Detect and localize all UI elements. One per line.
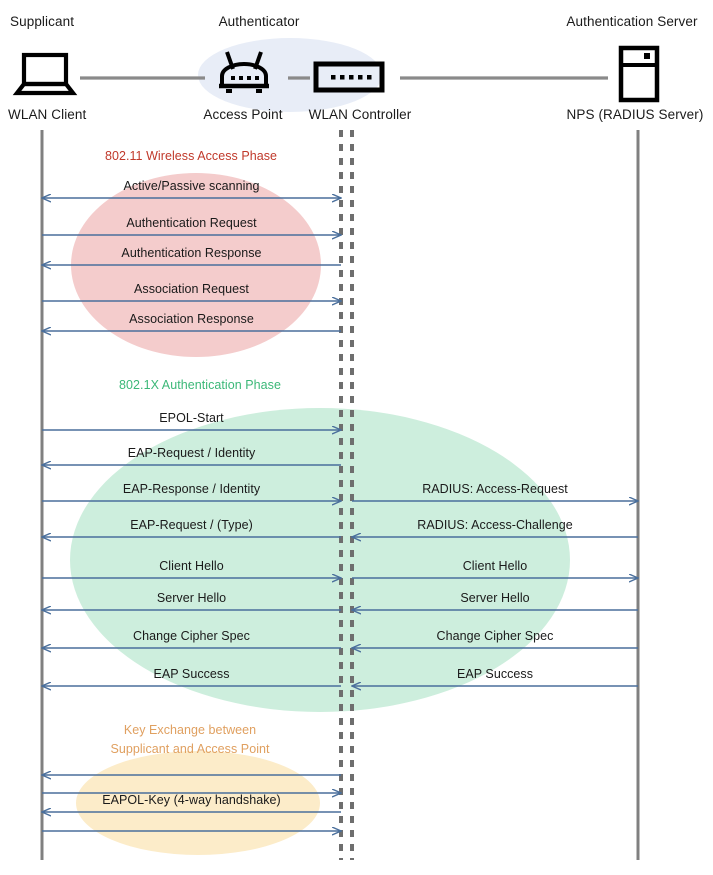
device-name-access-point: Access Point [203, 107, 283, 122]
phase-label-80211: 802.11 Wireless Access Phase [104, 149, 278, 163]
message-left-label: EPOL-Start [159, 411, 224, 425]
phase-ellipse-key-exchange [76, 751, 320, 855]
phase-label-key-exchange-line1: Key Exchange between [123, 723, 257, 737]
access-point-icon [219, 51, 269, 93]
message-right-label: Client Hello [462, 559, 528, 573]
message-left-label: EAP-Request / Identity [127, 446, 256, 460]
message-arrows-right [352, 501, 638, 686]
server-icon [618, 45, 660, 103]
message-left-label: Server Hello [156, 591, 227, 605]
device-name-wlan-client: WLAN Client [8, 107, 87, 122]
message-arrows-left [42, 198, 341, 831]
role-title-auth-server: Authentication Server [566, 14, 698, 29]
message-left-label: Authentication Response [121, 246, 262, 260]
message-left-label: EAPOL-Key (4-way handshake) [102, 793, 281, 807]
message-left-label: EAP-Request / (Type) [130, 518, 253, 532]
message-right-label: Server Hello [460, 591, 530, 605]
laptop-icon [12, 52, 78, 96]
message-left-label: Active/Passive scanning [123, 179, 260, 193]
message-left-label: Authentication Request [126, 216, 257, 230]
phase-ellipse-8021x [70, 408, 570, 712]
message-left-label: EAP-Response / Identity [122, 482, 261, 496]
role-title-supplicant: Supplicant [10, 14, 75, 29]
device-name-wlan-controller: WLAN Controller [308, 107, 412, 122]
message-right-label: EAP Success [456, 667, 534, 681]
message-right-label: RADIUS: Access-Request [422, 482, 568, 496]
message-right-label: RADIUS: Access-Challenge [417, 518, 573, 532]
message-left-label: EAP Success [153, 667, 230, 681]
phase-label-8021x: 802.1X Authentication Phase [119, 378, 281, 392]
message-left-label: Association Response [129, 312, 254, 326]
device-name-nps: NPS (RADIUS Server) [566, 107, 704, 122]
phase-label-key-exchange-line2: Supplicant and Access Point [110, 742, 270, 756]
authenticator-group-ellipse [198, 38, 382, 112]
wlan-controller-icon [313, 61, 385, 93]
role-title-authenticator: Authenticator [218, 14, 300, 29]
message-left-label: Change Cipher Spec [133, 629, 250, 643]
message-left-label: Client Hello [159, 559, 224, 573]
message-right-label: Change Cipher Spec [436, 629, 554, 643]
message-left-label: Association Request [134, 282, 249, 296]
